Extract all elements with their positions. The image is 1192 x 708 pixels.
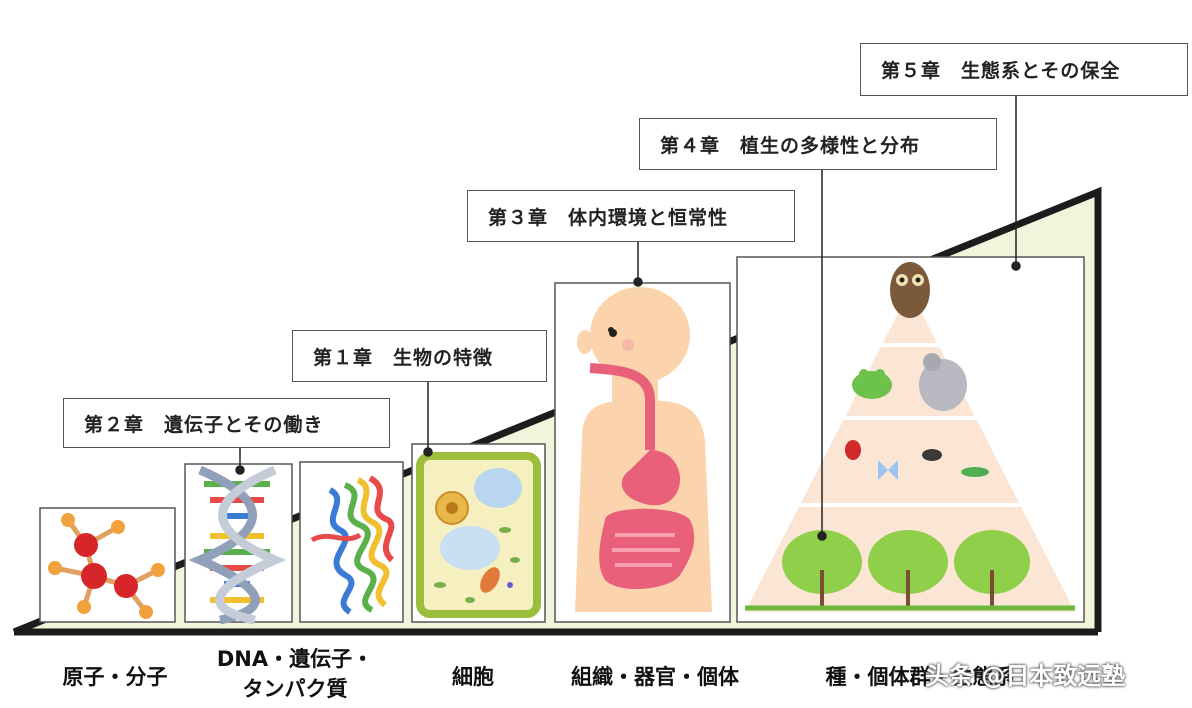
level-label-tissue-organ-individual: 組織・器官・個体 [540,662,770,692]
human-box [555,283,730,622]
level-label-atom-molecule: 原子・分子 [30,662,200,692]
level-label-dna-gene-protein: DNA・遺伝子・ タンパク質 [195,644,395,704]
watermark: 头条 @日本致远塾 [925,656,1125,691]
molecule-box [40,508,175,622]
level-label-cell: 細胞 [428,662,518,692]
chapter-1-box: 第１章 生物の特徴 [292,330,547,382]
level-label-dna-line2: タンパク質 [195,674,395,704]
chapter-4-box: 第４章 植生の多様性と分布 [639,118,997,170]
chapter-3-box: 第３章 体内環境と恒常性 [467,190,795,242]
protein-box [300,462,403,622]
ecosystem-box [737,257,1084,622]
chapter-2-box: 第２章 遺伝子とその働き [63,398,390,448]
level-label-dna-line1: DNA・遺伝子・ [195,644,395,674]
plant-cell-box [412,444,545,622]
chapter-5-box: 第５章 生態系とその保全 [860,43,1188,96]
dna-box [185,464,292,622]
